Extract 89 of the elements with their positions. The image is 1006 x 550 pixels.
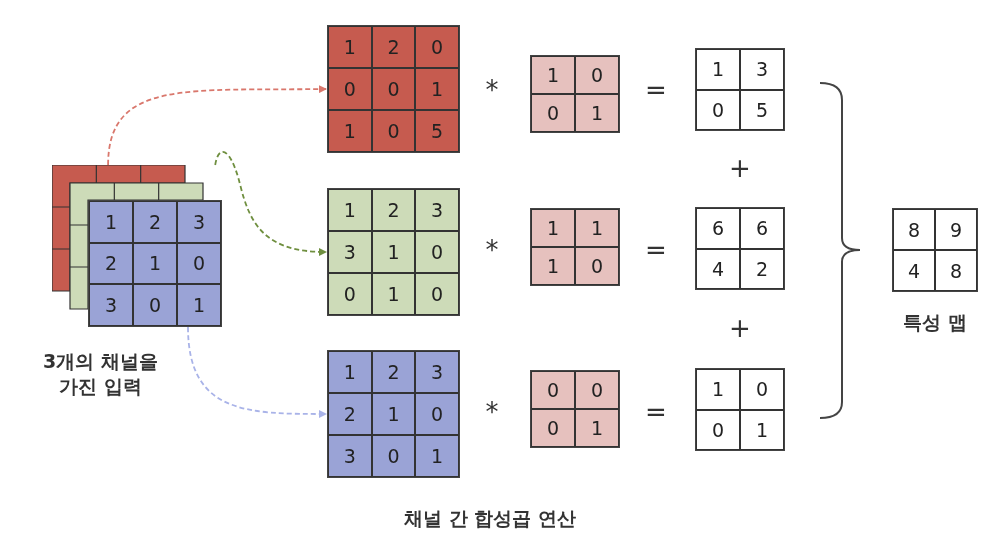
matrix-cell: 1 [328, 26, 372, 68]
matrix-cell: 1 [133, 242, 177, 285]
dashed-arrow [107, 85, 327, 166]
matrix-grid [327, 25, 460, 153]
matrix-cell: 1 [575, 94, 619, 132]
matrix-cell: 1 [89, 201, 133, 243]
matrix-cell: 0 [696, 409, 740, 450]
matrix-cell: 0 [371, 68, 416, 110]
operator-symbol: = [645, 75, 667, 105]
dashed-arrow [187, 326, 327, 418]
stacked-matrix [52, 165, 222, 327]
matrix-cell: 4 [893, 250, 935, 291]
matrix-cell: 1 [371, 273, 416, 315]
matrix-cell: 3 [328, 231, 372, 273]
matrix-cell: 1 [328, 189, 372, 231]
matrix-cell: 0 [575, 56, 619, 94]
matrix-cell: 2 [371, 26, 416, 68]
matrix-cell: 0 [415, 273, 459, 315]
matrix-cell: 5 [415, 110, 459, 152]
matrix-cell: 1 [531, 209, 575, 247]
matrix-grid [327, 350, 460, 478]
matrix-cell: 0 [371, 435, 416, 477]
matrix-grid [530, 370, 620, 448]
operator-symbol: * [485, 75, 499, 105]
matrix-cell: 3 [89, 284, 133, 326]
matrix-cell: 0 [531, 409, 575, 447]
matrix-cell: 5 [740, 89, 784, 130]
matrix-cell: 0 [328, 273, 372, 315]
matrix-grid [530, 208, 620, 286]
operator-symbol: * [485, 397, 499, 427]
operator-symbol: * [485, 235, 499, 265]
matrix-cell: 9 [935, 209, 977, 250]
matrix-cell: 0 [177, 242, 221, 285]
matrix-cell: 1 [740, 409, 784, 450]
matrix-grid [530, 55, 620, 133]
matrix-cell: 0 [531, 371, 575, 409]
matrix-cell: 1 [328, 110, 372, 152]
matrix-cell: 2 [133, 201, 177, 243]
matrix-cell: 6 [696, 208, 740, 249]
matrix-cell: 3 [177, 201, 221, 243]
matrix-cell: 1 [177, 284, 221, 326]
matrix-grid [695, 368, 785, 451]
matrix-cell: 0 [575, 247, 619, 285]
matrix-cell: 2 [371, 189, 416, 231]
matrix-cell: 0 [133, 284, 177, 326]
dashed-arrow [214, 150, 327, 256]
matrix-cell: 2 [89, 242, 133, 285]
matrix-grid [892, 208, 978, 292]
matrix-grid [327, 188, 460, 316]
matrix-cell: 8 [893, 209, 935, 250]
matrix-grid [695, 207, 785, 290]
operator-symbol: = [645, 397, 667, 427]
matrix-cell: 2 [328, 393, 372, 435]
matrix-cell: 1 [328, 351, 372, 393]
matrix-cell: 3 [740, 49, 784, 90]
matrix-cell: 4 [696, 248, 740, 289]
matrix-cell: 0 [740, 369, 784, 410]
matrix-cell: 1 [371, 393, 416, 435]
matrix-grid [695, 48, 785, 131]
matrix-cell: 1 [415, 68, 459, 110]
matrix-cell: 0 [415, 393, 459, 435]
caption: 채널 간 합성곱 연산 [403, 506, 577, 531]
matrix-cell: 0 [575, 371, 619, 409]
operator-symbol: + [729, 313, 751, 343]
matrix-cell: 3 [415, 351, 459, 393]
matrix-cell: 0 [531, 94, 575, 132]
matrix-cell: 3 [328, 435, 372, 477]
matrix-cell: 6 [740, 208, 784, 249]
matrix-cell: 1 [531, 247, 575, 285]
operator-symbol: + [729, 153, 751, 183]
matrix-cell: 1 [696, 49, 740, 90]
matrix-cell: 2 [371, 351, 416, 393]
matrix-cell: 0 [696, 89, 740, 130]
matrix-cell: 0 [371, 110, 416, 152]
matrix-cell: 1 [696, 369, 740, 410]
matrix-cell: 0 [328, 68, 372, 110]
matrix-cell: 3 [415, 189, 459, 231]
matrix-cell: 1 [415, 435, 459, 477]
matrix-cell: 8 [935, 250, 977, 291]
matrix-cell: 1 [531, 56, 575, 94]
matrix-cell: 2 [740, 248, 784, 289]
node-label: 특성 맵 [902, 310, 968, 335]
matrix-cell: 1 [575, 409, 619, 447]
matrix-cell: 1 [575, 209, 619, 247]
node-label: 3개의 채널을 가진 입력 [42, 349, 159, 399]
matrix-cell: 0 [415, 26, 459, 68]
operator-symbol: = [645, 235, 667, 265]
matrix-cell: 1 [371, 231, 416, 273]
matrix-cell: 0 [415, 231, 459, 273]
